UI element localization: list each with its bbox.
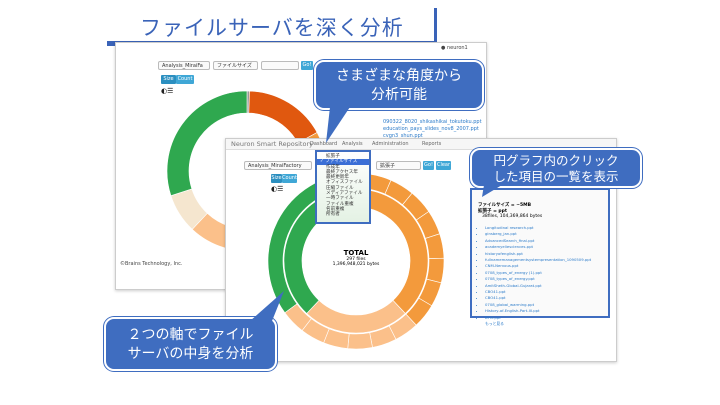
total-files: 297 files	[346, 257, 366, 262]
file-link[interactable]: 090322_8020_shikashikai_tokutoku.ppt	[383, 119, 482, 125]
file-link[interactable]: education_pays_slides_nov8_2007.ppt	[383, 126, 479, 132]
file-link[interactable]: fullnamemanagementsystempresentation_109…	[485, 257, 602, 263]
file-link[interactable]: ginsberg_jan.ppt	[485, 231, 602, 237]
brand[interactable]: Neuron Smart Repository	[231, 140, 313, 148]
dropdown-option[interactable]: ✓ ファイルサイズ	[317, 159, 369, 165]
clear-button[interactable]: Clear	[436, 161, 451, 170]
file-link[interactable]: 0708_types_of_energy.ppt	[485, 276, 602, 282]
chart-list-toggle-icon[interactable]: ◐☰	[271, 185, 284, 193]
file-link[interactable]: 0708_global_warming.ppt	[485, 302, 602, 308]
callout-text: サーバの中身を分析	[127, 346, 254, 362]
dataset-select[interactable]: Analysis_MiraiFactory	[244, 161, 312, 170]
nav-analysis[interactable]: Analysis	[342, 141, 363, 147]
dropdown-option[interactable]: 圧縮ファイル	[326, 185, 354, 191]
callout-text: ２つの軸でファイル	[127, 327, 254, 343]
go-button[interactable]: Go!	[301, 61, 313, 70]
dropdown-option[interactable]: 最終更新年	[326, 175, 349, 181]
dataset-select[interactable]: Analysis_MiraiFa	[158, 61, 210, 70]
file-link[interactable]: CNM-Nervous.ppt	[485, 263, 602, 269]
back-file-list: 090322_8020_shikashikai_tokutoku.ppt edu…	[383, 119, 482, 140]
size-button[interactable]: Size	[271, 174, 282, 183]
donut-segment[interactable]	[248, 90, 318, 144]
filter-ext: 拡張子 = ppt	[478, 209, 507, 214]
callout-text: さまざまな角度から	[336, 68, 462, 84]
file-list: Longitudinal research.pptginsberg_jan.pp…	[478, 225, 602, 321]
show-more-link[interactable]: もっと見る	[485, 321, 504, 327]
user-menu[interactable]: ● neuron1	[441, 45, 468, 51]
donut-segment[interactable]	[426, 257, 444, 284]
callout-angles: さまざまな角度から分析可能	[314, 60, 484, 143]
callout-text: 円グラフ内のクリック	[493, 153, 619, 168]
donut-segment[interactable]	[268, 173, 357, 314]
file-link[interactable]: AmitSheth-Global-Gujarat.ppt	[485, 283, 602, 289]
dropdown-option[interactable]: 作成年	[326, 164, 340, 170]
callout-click: 円グラフ内のクリックした項目の一覧を表示	[470, 148, 642, 197]
axis1-dropdown-menu[interactable]: 拡張子✓ ファイルサイズ作成年最終アクセス年最終更新年オフィスファイル圧縮ファイ…	[315, 150, 371, 224]
dropdown-option[interactable]: メディアファイル	[326, 191, 363, 197]
nav-dashboard[interactable]: Dashboard	[310, 141, 338, 147]
file-link[interactable]: AdvancedSearch_final.ppt	[485, 238, 602, 244]
navbar: Neuron Smart Repository Dashboard Analys…	[226, 139, 616, 150]
dropdown-option[interactable]: ファイル重複	[326, 201, 354, 207]
footer-copyright: ©Brains Technology, Inc.	[120, 261, 183, 267]
file-detail-panel: ファイルサイズ = ~5MB 拡張子 = ppt 38files, 104,36…	[470, 188, 610, 326]
file-link[interactable]: History-of-English-Part-III.ppt	[485, 308, 602, 314]
donut-segment[interactable]	[425, 233, 444, 260]
dropdown-option[interactable]: 名前重複	[326, 206, 345, 212]
slide-title: ファイルサーバを深く分析	[140, 16, 404, 40]
total-label: TOTAL	[343, 249, 369, 257]
dropdown-option[interactable]: オフィスファイル	[326, 180, 363, 186]
file-link[interactable]: CBO41.ppt	[485, 289, 602, 295]
file-link[interactable]: CBO41.ppt	[485, 295, 602, 301]
dropdown-option[interactable]: 拡張子	[326, 154, 340, 159]
axis2-select[interactable]: 拡張子	[376, 161, 421, 170]
summary: 38files, 104,369,864 bytes	[482, 214, 543, 219]
nav-reports[interactable]: Reports	[422, 141, 442, 147]
go-button[interactable]: Go!	[423, 161, 434, 170]
chart-list-toggle-icon[interactable]: ◐☰	[161, 87, 174, 95]
user-name: neuron1	[446, 45, 468, 51]
file-link[interactable]: cvgn3_shun.ppt	[383, 133, 423, 139]
dropdown-option[interactable]: 一時ファイル	[326, 196, 354, 202]
file-link[interactable]: 0708_types_of_energy (1).ppt	[485, 270, 602, 276]
count-button[interactable]: Count	[282, 174, 297, 183]
nav-administration[interactable]: Administration	[372, 141, 409, 147]
donut-segment[interactable]	[166, 90, 248, 197]
file-link[interactable]: Longitudinal research.ppt	[485, 225, 602, 231]
axis2-select[interactable]	[261, 61, 299, 70]
dropdown-option[interactable]: 最終アクセス年	[326, 169, 358, 175]
donut-segment[interactable]	[347, 332, 373, 349]
filter-size: ファイルサイズ = ~5MB	[478, 203, 532, 208]
file-link[interactable]: historyofenglish.ppt	[485, 251, 602, 257]
axis1-select[interactable]: ファイルサイズ	[213, 61, 258, 70]
file-link[interactable]: academyeliesciences.ppt	[485, 244, 602, 250]
total-bytes: 1,396,948,021 bytes	[332, 262, 380, 267]
dropdown-option[interactable]: 所有者	[326, 212, 340, 218]
callout-text: 分析可能	[371, 87, 427, 103]
donut-center-label: TOTAL 297 files 1,396,948,021 bytes	[316, 249, 396, 267]
callout-text: した項目の一覧を表示	[493, 169, 619, 184]
size-button[interactable]: Size	[161, 75, 176, 84]
file-link[interactable]: BPM.ppt	[485, 315, 602, 321]
callout-axes: ２つの軸でファイルサーバの中身を分析	[104, 291, 284, 371]
count-button[interactable]: Count	[176, 75, 194, 84]
